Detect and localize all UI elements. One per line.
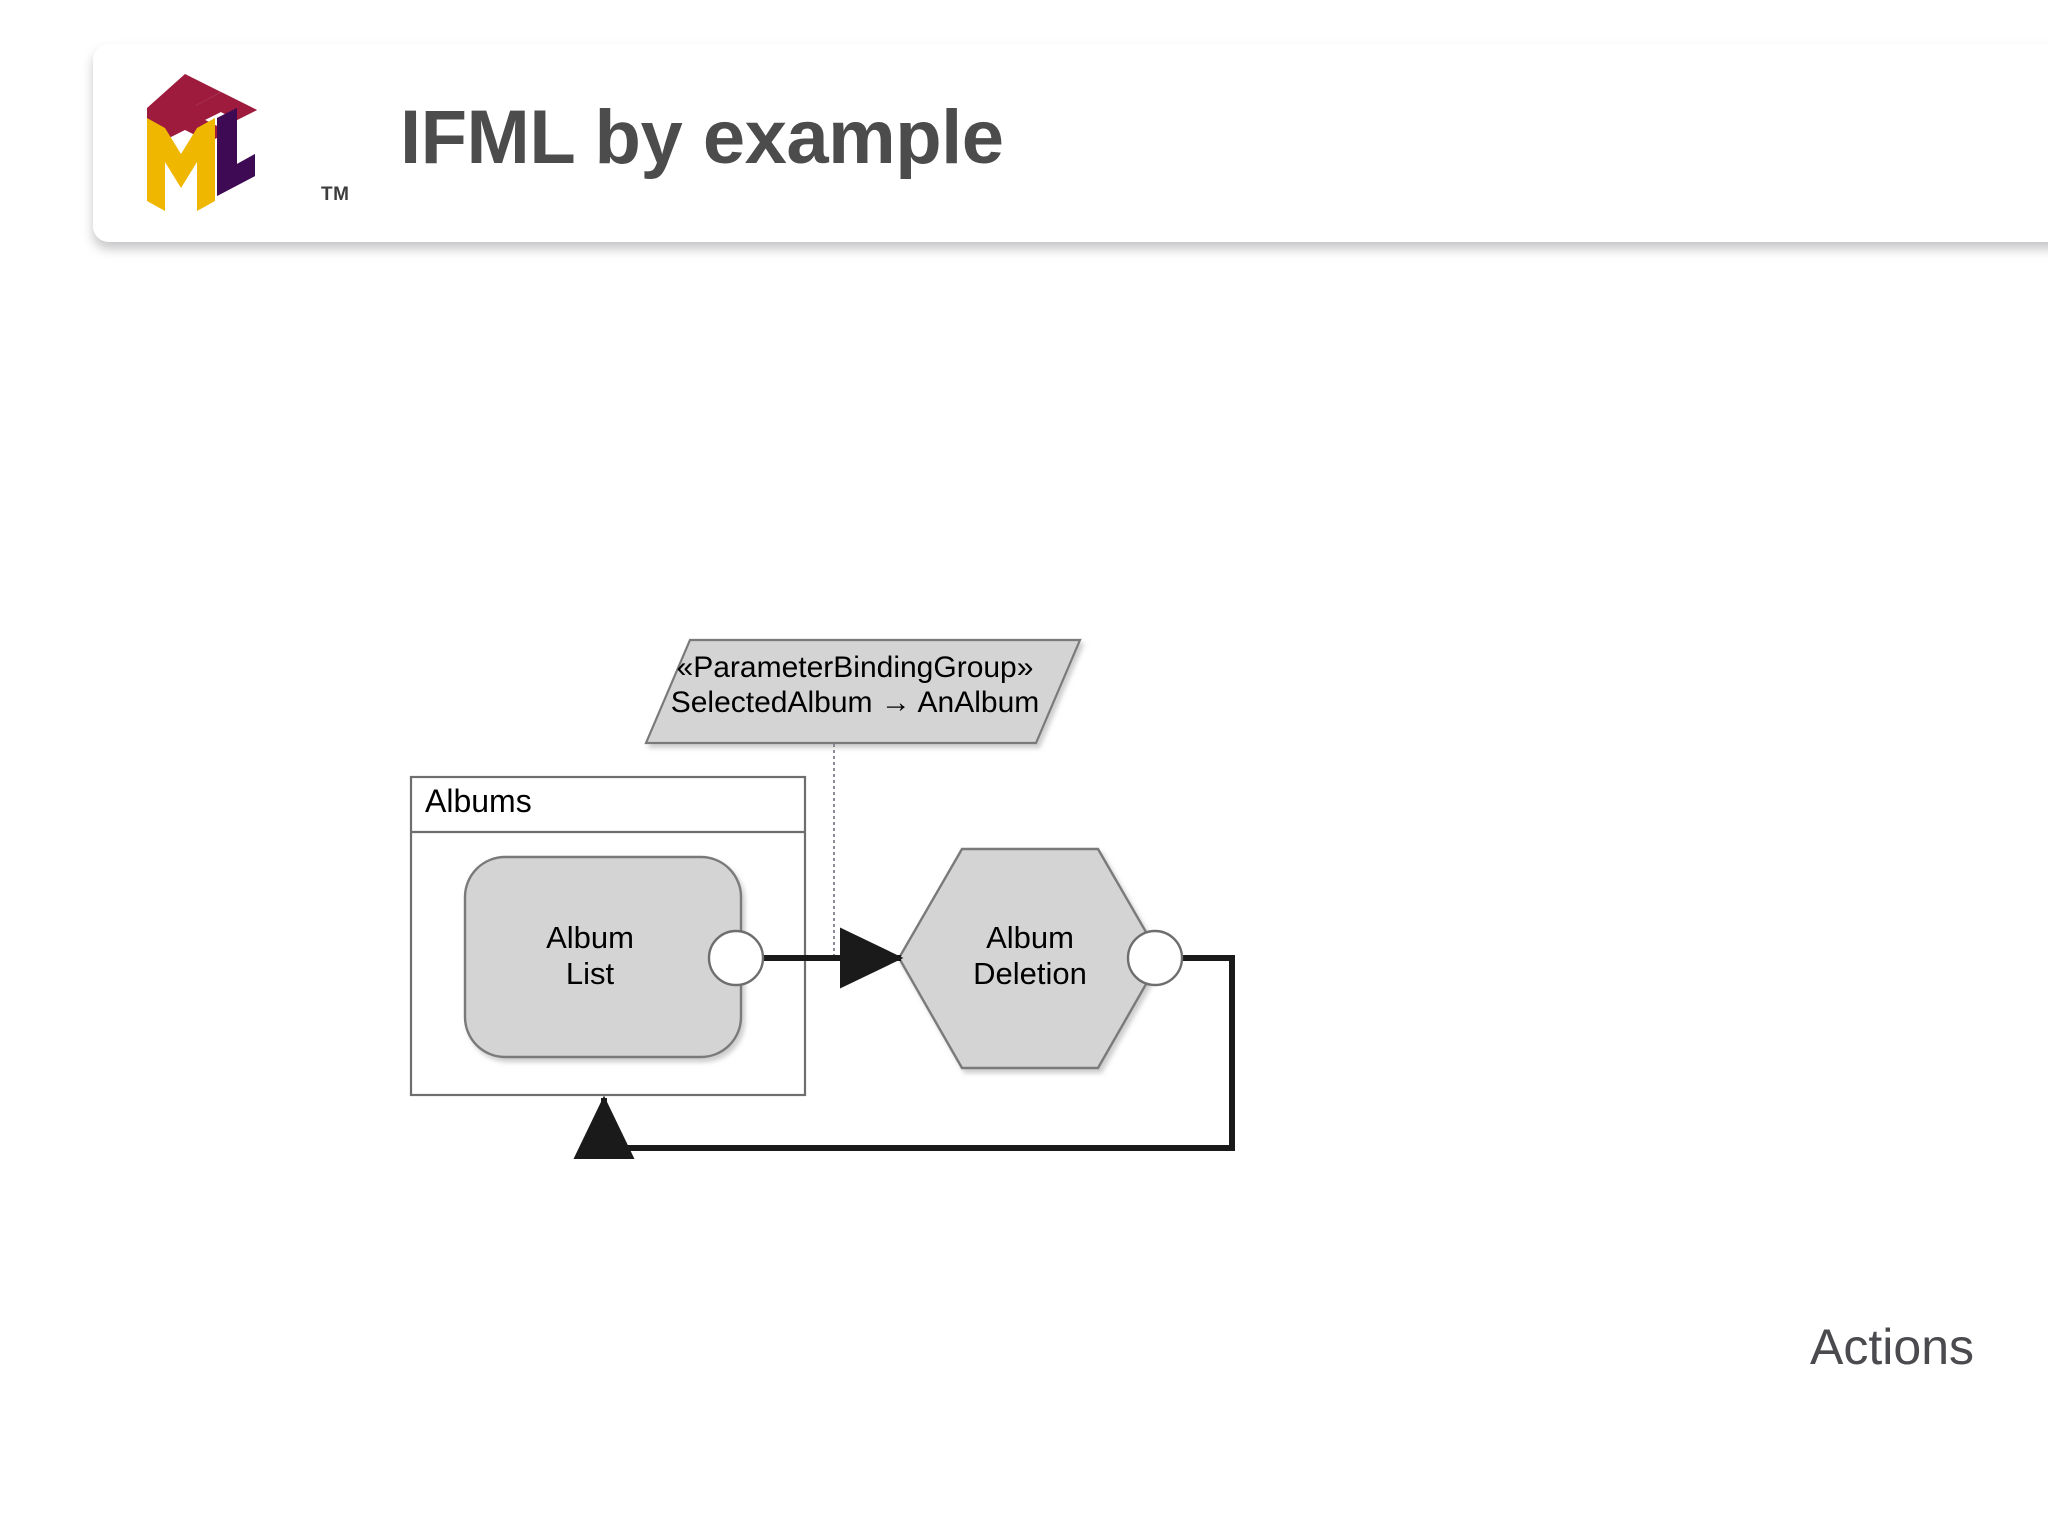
album-deletion-label-line1: Album <box>986 920 1074 955</box>
album-deletion-label-line2: Deletion <box>973 955 1087 991</box>
note-stereotype: «ParameterBindingGroup» <box>676 651 1034 684</box>
note-binding: SelectedAlbum → AnAlbum <box>670 685 1040 719</box>
parameter-binding-note <box>644 638 1082 745</box>
page-title: IFML by example <box>400 95 1004 180</box>
album-list-event-port <box>707 929 765 987</box>
albums-container-title: Albums <box>425 783 532 819</box>
album-deletion-event-port <box>1126 929 1184 987</box>
album-list-label-line2: List <box>565 955 615 991</box>
flow-deletion-to-albums <box>573 955 1235 1160</box>
album-list-label: Album List <box>490 920 690 992</box>
trademark-mark: TM <box>321 184 350 205</box>
note-label: «ParameterBindingGroup» SelectedAlbum → … <box>665 651 1045 721</box>
album-deletion-label: Album Deletion <box>920 920 1140 992</box>
album-list-label-line1: Album <box>546 920 634 955</box>
slide-header-surface <box>93 44 2048 242</box>
slide-header-bar: TM IFML by example <box>93 44 2048 242</box>
ifml-logo-icon <box>125 66 275 221</box>
footer-caption: Actions <box>1810 1319 1974 1375</box>
